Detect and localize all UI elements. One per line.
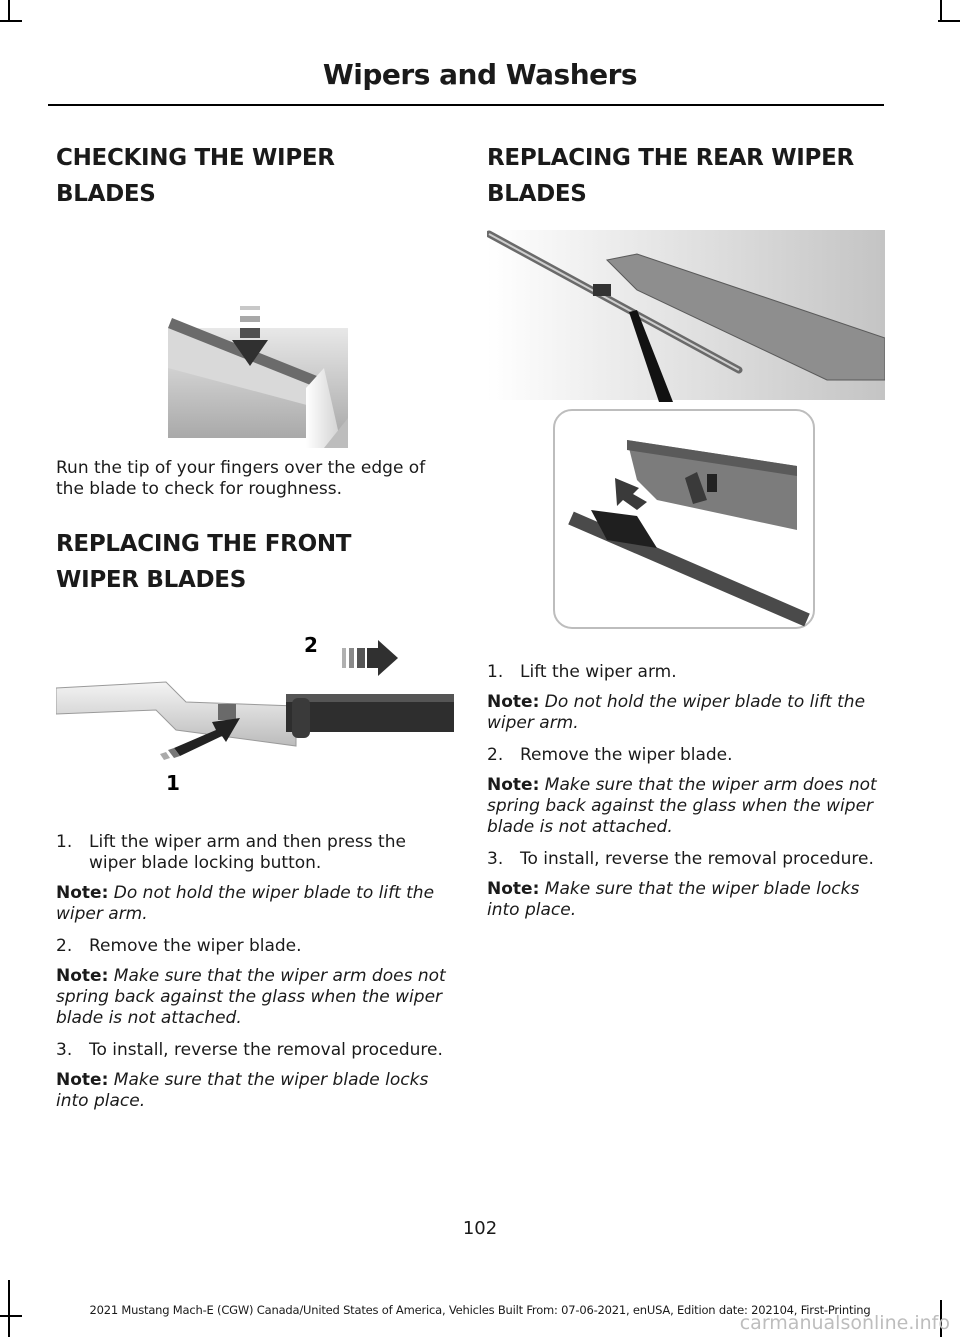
note-text: Do not hold the wiper blade to lift the … (56, 883, 435, 924)
note-label: Note: (56, 1070, 109, 1090)
step-text: Remove the wiper blade. (520, 745, 733, 765)
crop-mark (940, 1300, 942, 1337)
note: Note: Make sure that the wiper blade loc… (487, 879, 885, 921)
note: Note: Do not hold the wiper blade to lif… (487, 692, 885, 734)
step-number: 3. (487, 849, 504, 869)
blade-clip (292, 698, 310, 738)
note-label: Note: (487, 692, 540, 712)
rear-wiper-arm (605, 253, 885, 381)
blade-strip (168, 328, 318, 408)
callout-pointer (629, 310, 673, 402)
note-text: Make sure that the wiper blade locks int… (56, 1070, 429, 1111)
step-text: To install, reverse the removal procedur… (89, 1040, 443, 1060)
heading-line: BLADES (487, 181, 587, 207)
callout-label-2: 2 (304, 633, 318, 657)
crop-mark (0, 20, 22, 22)
step-text: Remove the wiper blade. (89, 936, 302, 956)
push-arrow-icon (160, 718, 240, 760)
section-heading-rear: REPLACING THE REAR WIPER BLADES (487, 140, 885, 212)
watermark: carmanualsonline.info (739, 1312, 950, 1334)
note: Note: Make sure that the wiper arm does … (487, 775, 885, 838)
section-heading-front: REPLACING THE FRONT WIPER BLADES (56, 526, 454, 598)
rear-blade-clip (593, 284, 611, 296)
heading-line: REPLACING THE FRONT (56, 531, 352, 557)
heading-line: WIPER BLADES (56, 567, 246, 593)
step-number: 2. (56, 936, 73, 956)
step-item: 3. To install, reverse the removal proce… (56, 1040, 454, 1061)
step-item: 2. Remove the wiper blade. (56, 936, 454, 957)
note: Note: Make sure that the wiper blade loc… (56, 1070, 454, 1112)
front-wiper-blade-figure: 2 1 (56, 633, 454, 795)
checking-body-text: Run the tip of your fingers over the edg… (56, 458, 426, 499)
page-title: Wipers and Washers (322, 58, 638, 91)
wiper-blade-edge-figure (168, 306, 348, 448)
step-item: 1. Lift the wiper arm. (487, 662, 885, 683)
note: Note: Make sure that the wiper arm does … (56, 966, 454, 1029)
heading-line: CHECKING THE WIPER (56, 145, 335, 171)
callout-label-1: 1 (166, 771, 180, 795)
heading-line: REPLACING THE REAR WIPER (487, 145, 854, 171)
heading-line: BLADES (56, 181, 156, 207)
note-text: Make sure that the wiper arm does not sp… (487, 775, 877, 837)
left-column: CHECKING THE WIPER BLADES Run the tip of… (56, 140, 454, 1112)
step-number: 1. (487, 662, 504, 682)
note-text: Make sure that the wiper blade locks int… (487, 879, 860, 920)
crop-mark (8, 0, 10, 22)
note-text: Make sure that the wiper arm does not sp… (56, 966, 446, 1028)
detail-arm-top (627, 440, 797, 476)
note-text: Do not hold the wiper blade to lift the … (487, 692, 866, 733)
rear-blade-highlight (488, 233, 740, 371)
wiper-blade-top (286, 694, 454, 702)
right-column: REPLACING THE REAR WIPER BLADES 1. Lift … (487, 140, 885, 921)
note-label: Note: (487, 879, 540, 899)
crop-mark (938, 20, 960, 22)
footer-text: 2021 Mustang Mach-E (CGW) Canada/United … (89, 1303, 871, 1317)
note-label: Note: (56, 883, 109, 903)
step-number: 2. (487, 745, 504, 765)
note-label: Note: (487, 775, 540, 795)
blade-tip-shade (324, 418, 348, 448)
rotate-arrow-icon (615, 472, 717, 510)
header-rule (48, 104, 884, 106)
rear-wiper-figure (487, 230, 885, 629)
blade-tip (306, 368, 342, 448)
step-number: 1. (56, 832, 73, 852)
wiper-arm (56, 681, 297, 747)
section-heading-checking: CHECKING THE WIPER BLADES (56, 140, 454, 212)
crop-mark (8, 1280, 10, 1337)
step-item: 3. To install, reverse the removal proce… (487, 849, 885, 870)
note: Note: Do not hold the wiper blade to lif… (56, 883, 454, 925)
rear-steps: 1. Lift the wiper arm. Note: Do not hold… (487, 662, 885, 921)
step-text: To install, reverse the removal procedur… (520, 849, 874, 869)
down-arrow-icon (232, 306, 268, 366)
step-text: Lift the wiper arm and then press the wi… (89, 832, 406, 873)
crop-mark (940, 0, 942, 22)
pull-arrow-icon (342, 640, 398, 676)
step-number: 3. (56, 1040, 73, 1060)
detail-clip (591, 510, 657, 548)
front-steps: 1. Lift the wiper arm and then press the… (56, 832, 454, 1112)
step-item: 1. Lift the wiper arm and then press the… (56, 832, 454, 874)
step-item: 2. Remove the wiper blade. (487, 745, 885, 766)
step-text: Lift the wiper arm. (520, 662, 677, 682)
note-label: Note: (56, 966, 109, 986)
page-number: 102 (462, 1218, 498, 1239)
crop-mark (0, 1315, 22, 1317)
locking-button (218, 704, 236, 720)
